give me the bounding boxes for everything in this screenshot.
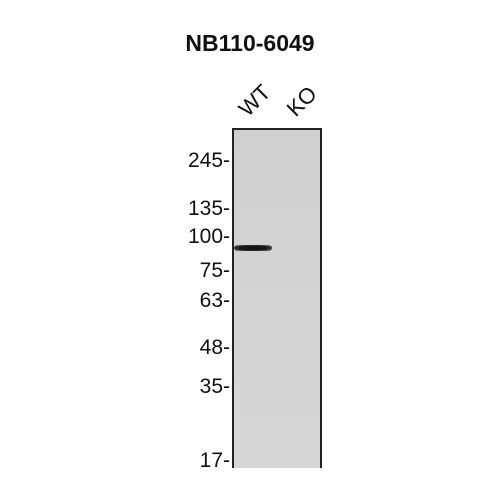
- blot-membrane: [232, 128, 322, 468]
- marker-75: 75-: [199, 259, 230, 282]
- marker-17: 17-: [199, 449, 230, 472]
- marker-245: 245-: [187, 149, 230, 172]
- lane-label-wt: WT: [233, 79, 276, 122]
- marker-35: 35-: [199, 375, 230, 398]
- protein-band-wt: [234, 245, 272, 251]
- marker-48: 48-: [199, 336, 230, 359]
- marker-63: 63-: [199, 289, 230, 312]
- marker-100: 100-: [187, 225, 230, 248]
- marker-135: 135-: [187, 197, 230, 220]
- lane-label-ko: KO: [281, 81, 322, 122]
- antibody-title: NB110-6049: [185, 30, 315, 56]
